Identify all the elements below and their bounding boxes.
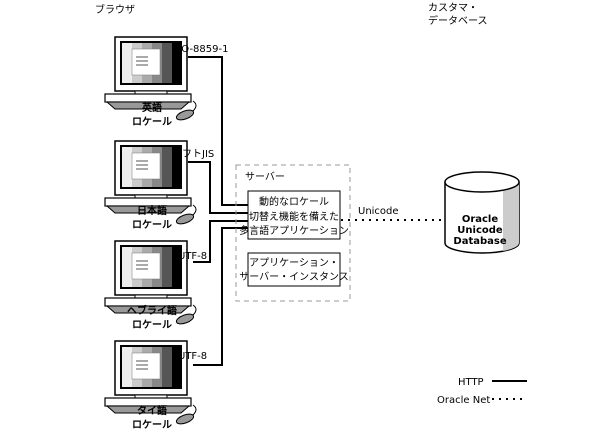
legend-oracle-net-label: Oracle Net — [437, 395, 490, 406]
locale-label: ヘブライ語 — [127, 304, 177, 317]
encoding-label: UTF-8 — [178, 251, 207, 262]
http-connection — [188, 56, 248, 206]
db-label: Database — [453, 236, 506, 247]
instance-box — [247, 252, 341, 287]
unicode-label: Unicode — [358, 206, 399, 217]
locale-label: ロケール — [132, 319, 172, 331]
http-connection — [193, 227, 248, 366]
locale-label: ロケール — [132, 219, 172, 231]
application-box — [247, 190, 341, 240]
instance-text: サーバー・インスタンス — [239, 271, 349, 283]
app-text: 切替え機能を備えた — [249, 210, 339, 223]
app-text: 動的なロケール — [259, 195, 329, 208]
locale-label: タイ語 — [137, 404, 167, 417]
encoding-label: ISO-8859-1 — [172, 44, 228, 55]
app-text: 多言語アプリケーション — [239, 224, 349, 237]
legend-http-label: HTTP — [458, 377, 484, 388]
server-label: サーバー — [245, 171, 285, 183]
customer-db-header-1: カスタマ・ — [428, 2, 478, 14]
browser-header: ブラウザ — [95, 3, 135, 16]
locale-label: ロケール — [132, 116, 172, 128]
encoding-label: UTF-8 — [178, 351, 207, 362]
database-icon — [444, 171, 520, 254]
locale-label: 英語 — [141, 101, 162, 114]
db-label: Unicode — [457, 225, 503, 236]
http-connection — [193, 220, 248, 263]
http-connection — [188, 161, 248, 214]
locale-label: 日本語 — [137, 204, 167, 217]
db-label: Oracle — [462, 214, 499, 225]
locale-label: ロケール — [132, 419, 172, 431]
customer-db-header-2: データベース — [428, 14, 488, 27]
instance-text: アプリケーション・ — [249, 257, 339, 269]
encoding-label: シフトJIS — [172, 149, 214, 160]
server-group — [235, 164, 351, 302]
